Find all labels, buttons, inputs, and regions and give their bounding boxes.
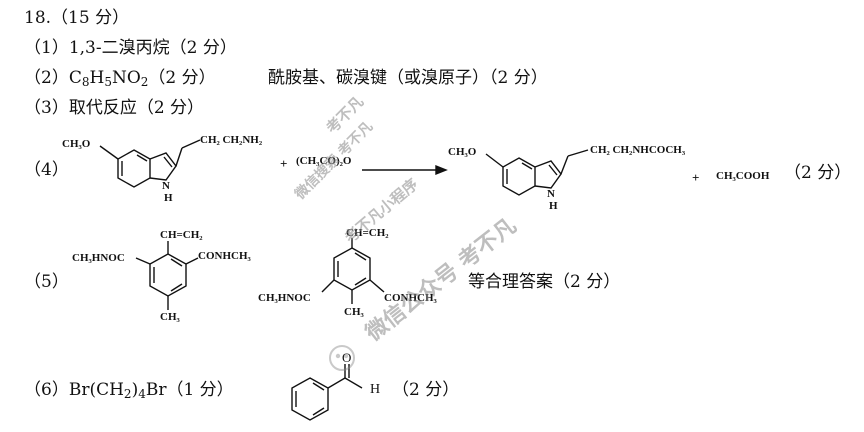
part-6-answer: （6）Br(CH2)4Br（1 分）	[24, 380, 234, 404]
part-2-score: （2 分）	[148, 68, 216, 88]
isomer-b-vinyl: CH=CH₂	[346, 227, 389, 239]
product-methoxy: CH₃O	[448, 146, 477, 158]
plus-sign-1: +	[280, 156, 288, 171]
aldehyde-oxygen: O	[342, 350, 351, 366]
isomer-a-vinyl: CH=CH₂	[160, 229, 203, 241]
isomer-a-left-amide: CH₃HNOC	[72, 252, 125, 264]
aldehyde-hydrogen: H	[370, 382, 381, 397]
part-3-answer: （3）取代反应（2 分）	[24, 98, 205, 118]
isomer-a-right-amide: CONHCH₃	[198, 250, 251, 262]
isomer-b-left-amide: CH₃HNOC	[258, 292, 311, 304]
part-6-label: （6）	[24, 380, 69, 400]
plus-sign-2: +	[692, 170, 700, 185]
reactant-methoxy: CH₃O	[62, 138, 91, 150]
product-nh-n: N	[547, 188, 555, 200]
product-nh-h: H	[549, 200, 558, 212]
part-4-label: （4）	[24, 160, 69, 180]
isomer-b-right-amide: CONHCH₃	[384, 292, 437, 304]
part-5-note: 等合理答案（2 分）	[468, 272, 621, 292]
question-number: 18.（15 分）	[24, 8, 130, 28]
part-6-score: （2 分）	[392, 380, 460, 400]
molecular-formula: C8H5NO2	[68, 68, 149, 89]
product-side-chain: CH₂ CH₂NHCOCH₃	[590, 144, 686, 156]
part-5-label: （5）	[24, 272, 69, 292]
reactant-nh-n: N	[162, 180, 170, 192]
part-2-answer: （2）C8H5NO2（2 分）	[24, 68, 216, 92]
isomer-b-methyl: CH₃	[344, 306, 364, 318]
acetic-acid: CH₃COOH	[716, 170, 770, 182]
reactant-side-chain: CH₂ CH₂NH₂	[200, 134, 263, 146]
part-1-answer: （1）1,3-二溴丙烷（2 分）	[24, 38, 237, 58]
dibromobutane-formula: Br(CH2)4Br（1 分）	[68, 380, 234, 401]
functional-groups: 酰胺基、碳溴键（或溴原子）（2 分）	[268, 68, 548, 88]
part-2-label: （2）	[24, 68, 69, 88]
acetic-anhydride: (CH₃CO)₂O	[296, 155, 352, 167]
reactant-nh-h: H	[164, 192, 173, 204]
isomer-a-methyl: CH₃	[160, 311, 180, 323]
part-4-score: （2 分）	[784, 163, 852, 183]
